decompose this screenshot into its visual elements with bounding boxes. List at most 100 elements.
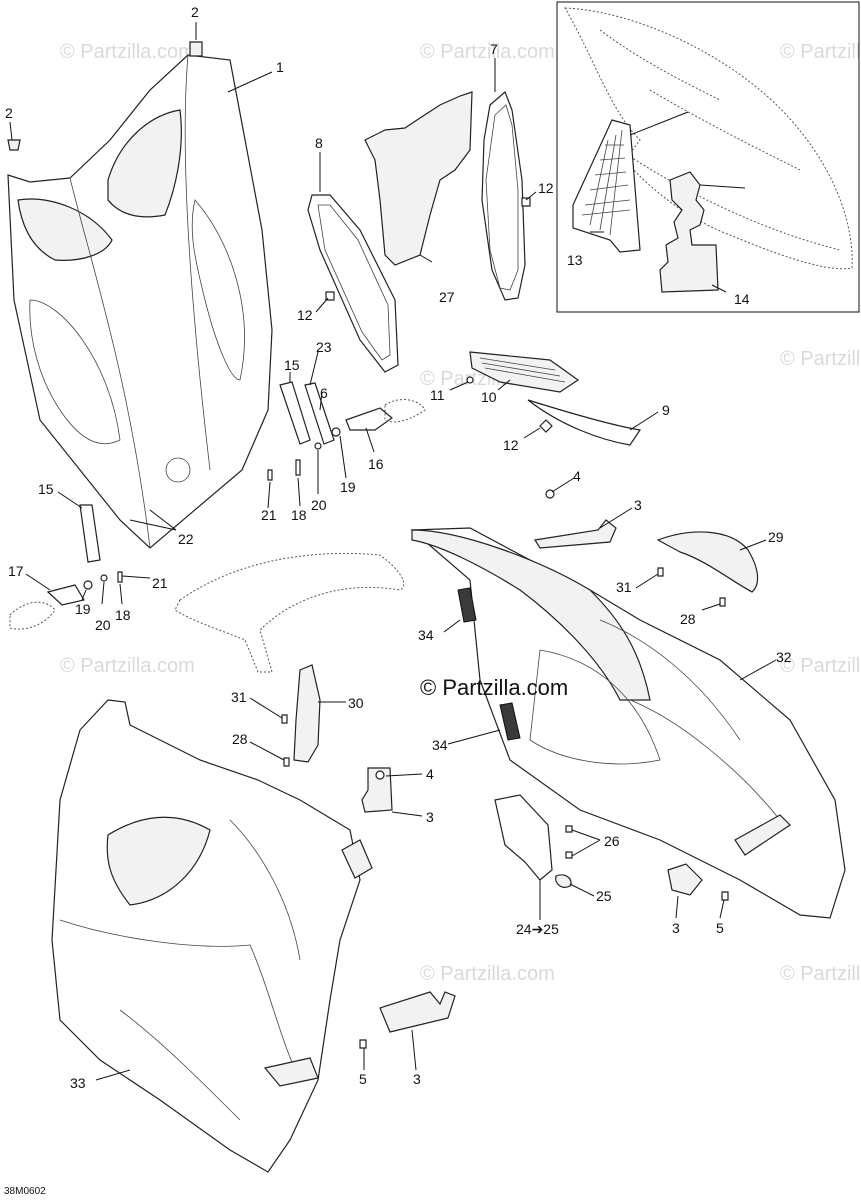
callout-33: 33 bbox=[70, 1075, 86, 1091]
watermark: © Partzilla.com bbox=[780, 655, 861, 677]
part-9-trim bbox=[527, 399, 642, 446]
callout-21: 21 bbox=[261, 507, 277, 523]
part-24-bracket bbox=[494, 794, 553, 881]
inset-arrow bbox=[629, 111, 689, 136]
part-1-upper-panel bbox=[7, 54, 273, 549]
callout-labels: 2 2 1 7 8 12 12 27 13 14 15 23 6 11 10 9… bbox=[5, 4, 792, 1091]
part-26-screw bbox=[565, 851, 573, 859]
part-3-latch bbox=[379, 991, 456, 1033]
part-2-clip bbox=[7, 139, 21, 151]
center-watermark: © Partzilla.com bbox=[420, 675, 568, 700]
callout-20: 20 bbox=[311, 497, 327, 513]
part-34-strip bbox=[457, 587, 477, 623]
callout-4: 4 bbox=[426, 766, 434, 782]
part-18-screw bbox=[295, 459, 301, 476]
part-34-strip bbox=[499, 702, 521, 741]
shroud-outline-fragment bbox=[174, 552, 405, 673]
callout-26: 26 bbox=[604, 833, 620, 849]
callout-20: 20 bbox=[95, 617, 111, 633]
callout-19: 19 bbox=[75, 601, 91, 617]
callout-18: 18 bbox=[291, 507, 307, 523]
callout-14: 14 bbox=[734, 291, 750, 307]
part-15-bracket bbox=[79, 504, 101, 563]
watermark: © Partzilla.com bbox=[420, 963, 555, 985]
callout-15: 15 bbox=[284, 357, 300, 373]
hood-edge-fragment bbox=[9, 601, 56, 630]
callout-27: 27 bbox=[439, 289, 455, 305]
part-26-screw bbox=[565, 825, 573, 833]
part-8-vent-frame bbox=[307, 194, 399, 373]
callout-8: 8 bbox=[315, 135, 323, 151]
part-30-trim bbox=[293, 664, 321, 763]
part-19-washer bbox=[83, 580, 93, 590]
callout-19: 19 bbox=[340, 479, 356, 495]
watermark: © Partzilla.com bbox=[780, 41, 861, 63]
watermark: © Partzilla.com bbox=[780, 963, 861, 985]
watermark: © Partzilla.com bbox=[60, 41, 195, 63]
callout-34: 34 bbox=[418, 627, 434, 643]
part-5-screw bbox=[359, 1039, 367, 1049]
part-20-washer bbox=[100, 574, 108, 582]
callout-5: 5 bbox=[359, 1071, 367, 1087]
callout-28: 28 bbox=[232, 731, 248, 747]
part-10-grille bbox=[469, 351, 580, 393]
part-27-foam bbox=[364, 91, 473, 266]
part-16-clip bbox=[345, 407, 393, 431]
part-5-screw bbox=[721, 891, 729, 901]
callout-13: 13 bbox=[567, 252, 583, 268]
part-31-screw bbox=[281, 714, 288, 724]
part-11-nut bbox=[466, 376, 474, 384]
part-12-clip bbox=[521, 197, 531, 207]
inset-hood-outline bbox=[564, 7, 853, 270]
callout-29: 29 bbox=[768, 529, 784, 545]
part-2-clip bbox=[189, 41, 203, 57]
callout-7: 7 bbox=[490, 41, 498, 57]
watermark: © Partzilla.com bbox=[780, 348, 861, 370]
leader-lines bbox=[9, 22, 777, 1081]
callout-24-25: 24➔25 bbox=[516, 921, 559, 937]
part-3-knob bbox=[361, 767, 393, 813]
callout-3: 3 bbox=[634, 497, 642, 513]
part-19-washer bbox=[331, 427, 341, 437]
callout-6: 6 bbox=[320, 385, 328, 401]
inset-foam-14 bbox=[659, 171, 719, 293]
part-4-washer bbox=[375, 770, 385, 780]
part-18-screw bbox=[117, 571, 123, 583]
inset-foam-13 bbox=[572, 119, 641, 253]
callout-23: 23 bbox=[316, 339, 332, 355]
part-3-knob bbox=[667, 863, 703, 896]
part-31-screw bbox=[657, 567, 664, 577]
callout-21: 21 bbox=[152, 575, 168, 591]
part-3-latch bbox=[534, 519, 617, 549]
part-25-nut bbox=[555, 874, 572, 888]
diagram-reference: 38M0602 bbox=[4, 1186, 46, 1197]
callout-30: 30 bbox=[348, 695, 364, 711]
callout-2: 2 bbox=[5, 105, 13, 121]
callout-25: 25 bbox=[596, 888, 612, 904]
part-33-side-panel bbox=[51, 699, 373, 1173]
inset-arrow bbox=[699, 184, 746, 189]
part-21-screw bbox=[267, 469, 273, 481]
callout-9: 9 bbox=[662, 402, 670, 418]
callout-17: 17 bbox=[8, 563, 24, 579]
callout-31: 31 bbox=[616, 579, 632, 595]
part-20-washer bbox=[314, 442, 322, 450]
callout-16: 16 bbox=[368, 456, 384, 472]
part-12-clip bbox=[539, 419, 553, 433]
watermark: © Partzilla.com bbox=[60, 655, 195, 677]
callout-3: 3 bbox=[413, 1071, 421, 1087]
part-17-clip bbox=[46, 584, 85, 606]
callout-12: 12 bbox=[503, 437, 519, 453]
inset-frame bbox=[556, 1, 860, 313]
callout-12: 12 bbox=[297, 307, 313, 323]
part-7-vent-frame bbox=[481, 90, 526, 301]
callout-31: 31 bbox=[231, 689, 247, 705]
callout-32: 32 bbox=[776, 649, 792, 665]
callout-28: 28 bbox=[680, 611, 696, 627]
hood-edge-fragment bbox=[384, 399, 426, 423]
part-6-bracket bbox=[304, 382, 335, 445]
part-29-trim bbox=[656, 531, 759, 593]
callout-1: 1 bbox=[276, 59, 284, 75]
part-28-screw bbox=[283, 757, 290, 767]
